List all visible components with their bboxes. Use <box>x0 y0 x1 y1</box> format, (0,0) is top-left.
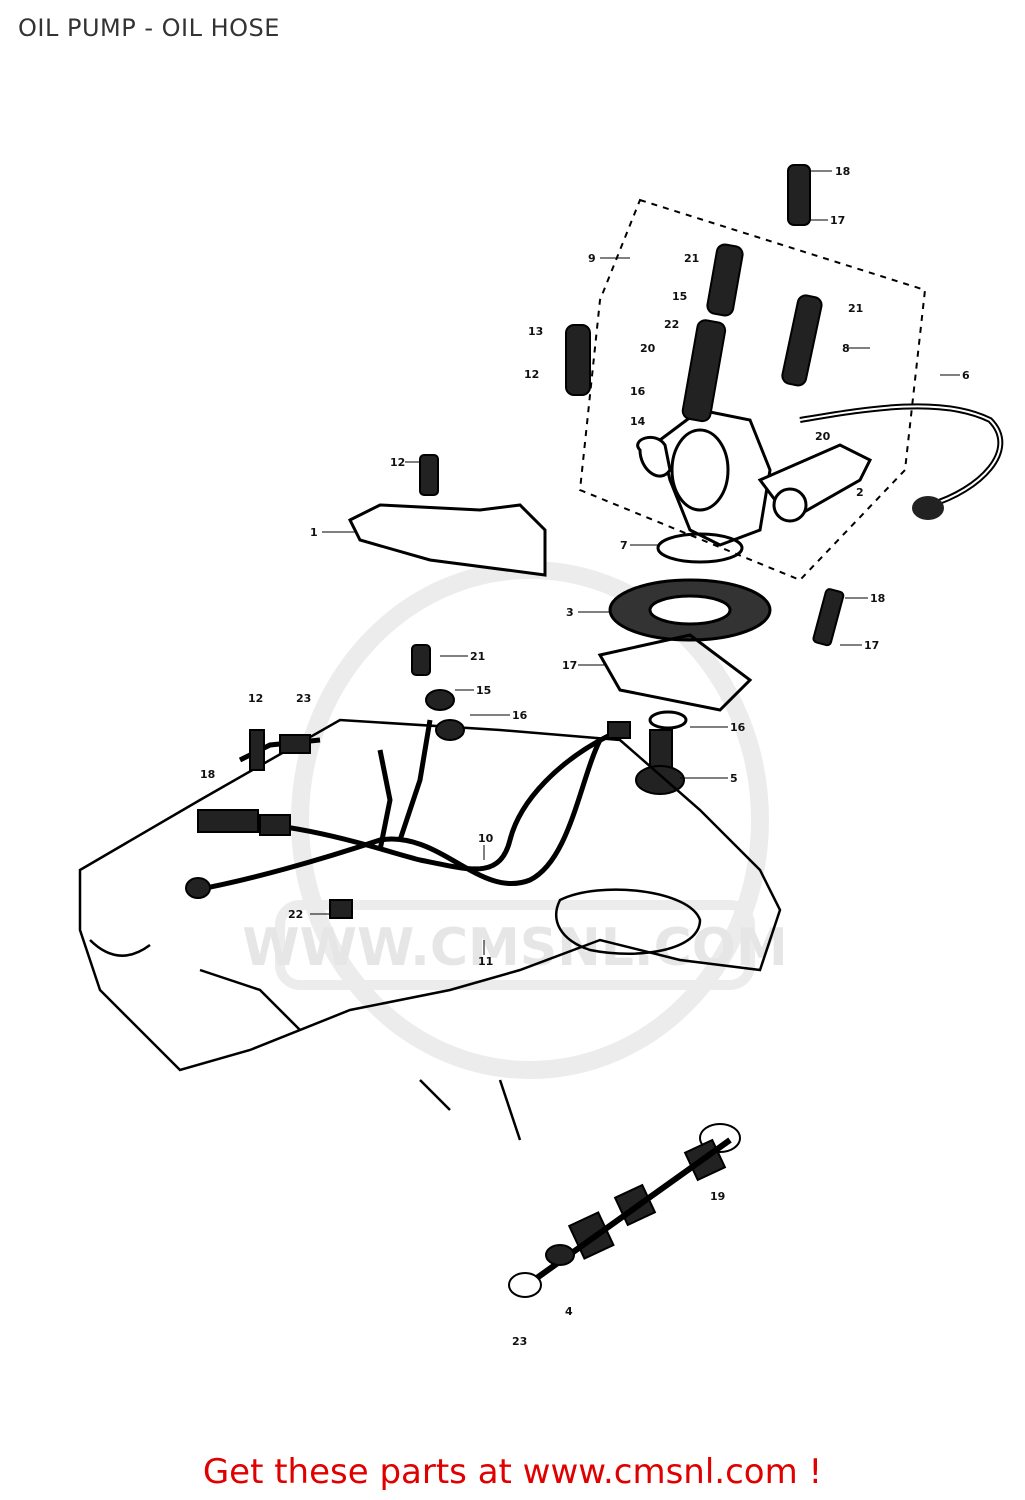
svg-text:19: 19 <box>710 1190 725 1203</box>
callout-5: 5 <box>680 772 738 785</box>
callout-21-b: 21 <box>848 302 863 315</box>
callout-1: 1 <box>310 526 355 539</box>
callout-18-b: 18 <box>845 592 885 605</box>
callout-12-a: 12 <box>524 368 539 381</box>
pump-assembly-outline <box>578 198 927 582</box>
pump-cover <box>347 503 547 577</box>
callout-3: 3 <box>566 606 610 619</box>
svg-text:23: 23 <box>296 692 311 705</box>
svg-text:21: 21 <box>848 302 863 315</box>
callout-22-a: 22 <box>664 318 679 331</box>
callout-19: 19 <box>710 1190 725 1203</box>
svg-text:1: 1 <box>310 526 318 539</box>
svg-text:14: 14 <box>630 415 646 428</box>
svg-text:6: 6 <box>962 369 970 382</box>
callout-9: 9 <box>588 252 630 265</box>
svg-text:8: 8 <box>842 342 850 355</box>
part-callouts: 18 17 9 21 15 21 13 22 20 12 8 6 16 14 2… <box>200 165 970 1348</box>
callout-16-c: 16 <box>690 721 746 734</box>
svg-text:12: 12 <box>390 456 405 469</box>
svg-text:20: 20 <box>640 342 656 355</box>
svg-text:23: 23 <box>512 1335 527 1348</box>
callout-22-b: 22 <box>288 908 330 921</box>
svg-text:16: 16 <box>730 721 746 734</box>
svg-text:9: 9 <box>588 252 596 265</box>
gaskets <box>597 532 772 730</box>
callout-17-c: 17 <box>562 659 604 672</box>
svg-text:18: 18 <box>870 592 885 605</box>
svg-text:7: 7 <box>620 539 628 552</box>
callout-16-b: 16 <box>470 709 528 722</box>
callout-12-c: 12 <box>248 692 263 705</box>
callout-20-a: 20 <box>640 342 656 355</box>
svg-text:4: 4 <box>565 1305 573 1318</box>
page-title: OIL PUMP - OIL HOSE <box>18 14 280 42</box>
bolts-upper <box>419 164 845 647</box>
svg-text:5: 5 <box>730 772 738 785</box>
callout-17-b: 17 <box>840 639 879 652</box>
svg-text:11: 11 <box>478 955 493 968</box>
callout-8: 8 <box>842 342 870 355</box>
drive-shaft <box>508 1123 741 1298</box>
svg-text:16: 16 <box>512 709 528 722</box>
svg-text:13: 13 <box>528 325 543 338</box>
callout-15-a: 15 <box>672 290 687 303</box>
callout-23-a: 23 <box>296 692 311 705</box>
callout-13: 13 <box>528 325 543 338</box>
svg-text:10: 10 <box>478 832 494 845</box>
svg-text:17: 17 <box>562 659 577 672</box>
callout-7: 7 <box>620 539 658 552</box>
callout-14-a: 14 <box>630 415 646 428</box>
callout-21-a: 21 <box>684 252 699 265</box>
svg-text:18: 18 <box>835 165 850 178</box>
gear-shaft <box>635 729 685 795</box>
callout-2: 2 <box>856 486 864 499</box>
callout-12-b: 12 <box>390 456 420 469</box>
callout-18-c: 18 <box>200 768 215 781</box>
svg-text:17: 17 <box>864 639 879 652</box>
footer-parts-link[interactable]: Get these parts at www.cmsnl.com ! <box>202 1452 823 1492</box>
callout-4: 4 <box>565 1305 573 1318</box>
svg-text:22: 22 <box>664 318 679 331</box>
callout-11: 11 <box>478 940 493 968</box>
svg-text:3: 3 <box>566 606 574 619</box>
callout-16-a: 16 <box>630 385 646 398</box>
svg-text:2: 2 <box>856 486 864 499</box>
watermark-text: WWW.CMSNL.COM <box>242 918 787 978</box>
svg-text:12: 12 <box>524 368 539 381</box>
svg-text:17: 17 <box>830 214 845 227</box>
callout-21-c: 21 <box>440 650 485 663</box>
svg-text:15: 15 <box>476 684 491 697</box>
svg-text:21: 21 <box>470 650 485 663</box>
callout-17-top: 17 <box>810 214 845 227</box>
callout-10: 10 <box>478 832 494 860</box>
svg-text:22: 22 <box>288 908 303 921</box>
callout-18-top: 18 <box>810 165 850 178</box>
svg-text:18: 18 <box>200 768 215 781</box>
svg-text:21: 21 <box>684 252 699 265</box>
callout-23-b: 23 <box>512 1335 527 1348</box>
crankcase-outline <box>78 718 782 1141</box>
callout-20-b: 20 <box>815 430 831 443</box>
callout-15-b: 15 <box>455 684 491 697</box>
hose-fittings <box>185 644 631 919</box>
callout-6: 6 <box>940 369 970 382</box>
oil-pump-body <box>636 408 873 547</box>
svg-text:16: 16 <box>630 385 646 398</box>
svg-text:20: 20 <box>815 430 831 443</box>
svg-text:15: 15 <box>672 290 687 303</box>
svg-text:12: 12 <box>248 692 263 705</box>
